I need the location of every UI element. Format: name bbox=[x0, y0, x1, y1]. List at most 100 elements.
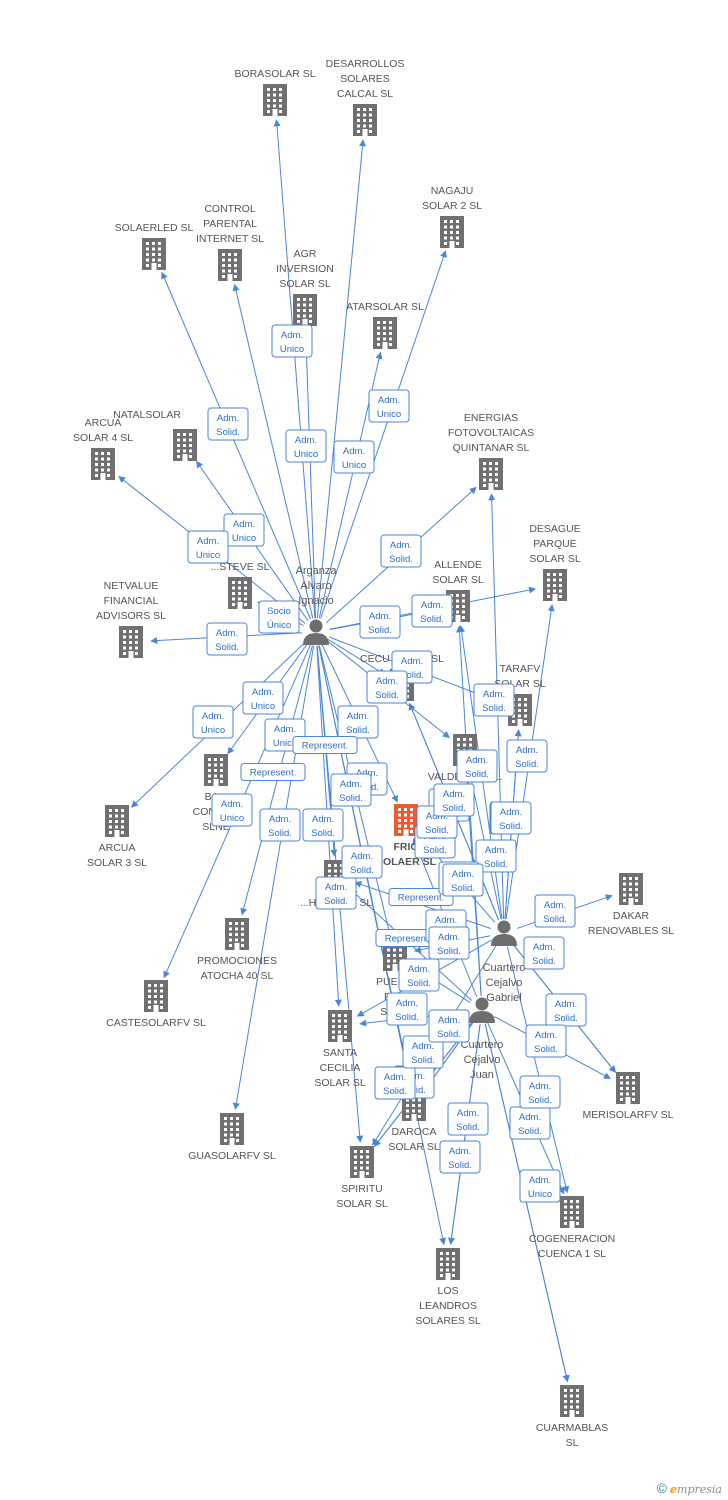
svg-text:Represent.: Represent. bbox=[302, 741, 348, 752]
edge-role-label: Adm.Solid. bbox=[330, 773, 372, 807]
svg-text:Adm.Unico: Adm.Unico bbox=[251, 687, 275, 712]
svg-text:Adm.Solid.: Adm.Solid. bbox=[350, 851, 374, 876]
svg-text:Adm.Solid.: Adm.Solid. bbox=[484, 845, 508, 870]
svg-text:Adm.Unico: Adm.Unico bbox=[201, 711, 225, 736]
svg-text:Represent.: Represent. bbox=[385, 934, 431, 945]
edge-role-label: Adm.Solid. bbox=[545, 993, 587, 1027]
company-node-atarsolar[interactable]: ATARSOLAR SL bbox=[346, 301, 424, 349]
svg-text:Adm.Solid.: Adm.Solid. bbox=[465, 755, 489, 780]
building-icon bbox=[220, 1113, 244, 1145]
svg-text:Adm.Solid.: Adm.Solid. bbox=[383, 1072, 407, 1097]
edge-role-label: Adm.Solid. bbox=[506, 739, 548, 773]
svg-text:Adm.Solid.: Adm.Solid. bbox=[437, 932, 461, 957]
edge-role-label: Adm.Solid. bbox=[341, 845, 383, 879]
building-icon bbox=[350, 1146, 374, 1178]
footer-brand[interactable]: © empresia bbox=[657, 1480, 722, 1496]
edge-role-label: Adm.Solid. bbox=[206, 622, 248, 656]
edge-role-label: Adm.Solid. bbox=[315, 876, 357, 910]
building-icon bbox=[91, 448, 115, 480]
edge-role-label: Adm.Solid. bbox=[509, 1106, 551, 1140]
edge-role-label: Adm.Unico bbox=[187, 530, 229, 564]
svg-text:Adm.Unico: Adm.Unico bbox=[220, 799, 244, 824]
node-label: BORASOLAR SL bbox=[234, 68, 315, 80]
edge-role-label: Adm.Solid. bbox=[366, 670, 408, 704]
edge-role-label: Adm.Solid. bbox=[302, 808, 344, 842]
svg-text:Represent.: Represent. bbox=[250, 768, 296, 779]
building-icon bbox=[619, 873, 643, 905]
building-icon bbox=[204, 754, 228, 786]
svg-text:Adm.Solid.: Adm.Solid. bbox=[407, 964, 431, 989]
building-icon bbox=[173, 429, 197, 461]
edge-role-label: Adm.Solid. bbox=[428, 926, 470, 960]
relation-edge bbox=[327, 638, 386, 675]
company-node-steve[interactable]: ...STEVE SL bbox=[211, 561, 270, 609]
company-node-guasolar[interactable]: GUASOLARFV SL bbox=[188, 1113, 276, 1162]
svg-text:Adm.Solid.: Adm.Solid. bbox=[451, 869, 475, 894]
edge-role-label: Adm.Solid. bbox=[523, 936, 565, 970]
company-node-castesolar[interactable]: CASTESOLARFV SL bbox=[106, 980, 206, 1029]
edge-role-label: Adm.Solid. bbox=[525, 1024, 567, 1058]
edge-labels-layer: Adm.UnicoAdm.Solid.Adm.UnicoAdm.UnicoAdm… bbox=[187, 324, 587, 1203]
building-icon bbox=[394, 804, 418, 836]
node-label: MERISOLARFV SL bbox=[582, 1109, 673, 1121]
edge-role-label: Represent. bbox=[292, 736, 358, 754]
building-icon bbox=[353, 104, 377, 136]
relation-edge bbox=[484, 1023, 570, 1383]
edge-role-label: Adm.Solid. bbox=[519, 1075, 561, 1109]
company-node-borasolar[interactable]: BORASOLAR SL bbox=[234, 68, 316, 116]
svg-text:Adm.Unico: Adm.Unico bbox=[280, 330, 304, 355]
edge-role-label: Adm.Solid. bbox=[337, 705, 379, 739]
building-icon bbox=[225, 918, 249, 950]
edge-role-label: Represent. bbox=[240, 763, 306, 781]
svg-text:Adm.Solid.: Adm.Solid. bbox=[324, 882, 348, 907]
company-node-solaerled[interactable]: SOLAERLED SL bbox=[115, 222, 194, 270]
svg-text:Adm.Solid.: Adm.Solid. bbox=[499, 807, 523, 832]
person-icon bbox=[469, 997, 495, 1023]
edge-role-label: Adm.Solid. bbox=[428, 1009, 470, 1043]
svg-text:Adm.Solid.: Adm.Solid. bbox=[518, 1112, 542, 1137]
edge-role-label: Adm.Solid. bbox=[207, 407, 249, 441]
svg-text:Adm.Solid.: Adm.Solid. bbox=[437, 1015, 461, 1040]
building-icon bbox=[436, 1248, 460, 1280]
svg-text:Adm.Solid.: Adm.Solid. bbox=[456, 1108, 480, 1133]
company-node-merisolar[interactable]: MERISOLARFV SL bbox=[582, 1072, 674, 1121]
company-node-natalsolar[interactable]: NATALSOLAR bbox=[113, 409, 197, 461]
building-icon bbox=[440, 216, 464, 248]
svg-text:Adm.Unico: Adm.Unico bbox=[377, 395, 401, 420]
building-icon bbox=[105, 805, 129, 837]
building-icon bbox=[616, 1072, 640, 1104]
edge-role-label: Adm.Solid. bbox=[259, 808, 301, 842]
building-icon bbox=[543, 569, 567, 601]
svg-text:Adm.Solid.: Adm.Solid. bbox=[534, 1030, 558, 1055]
edge-role-label: Adm.Solid. bbox=[456, 749, 498, 783]
